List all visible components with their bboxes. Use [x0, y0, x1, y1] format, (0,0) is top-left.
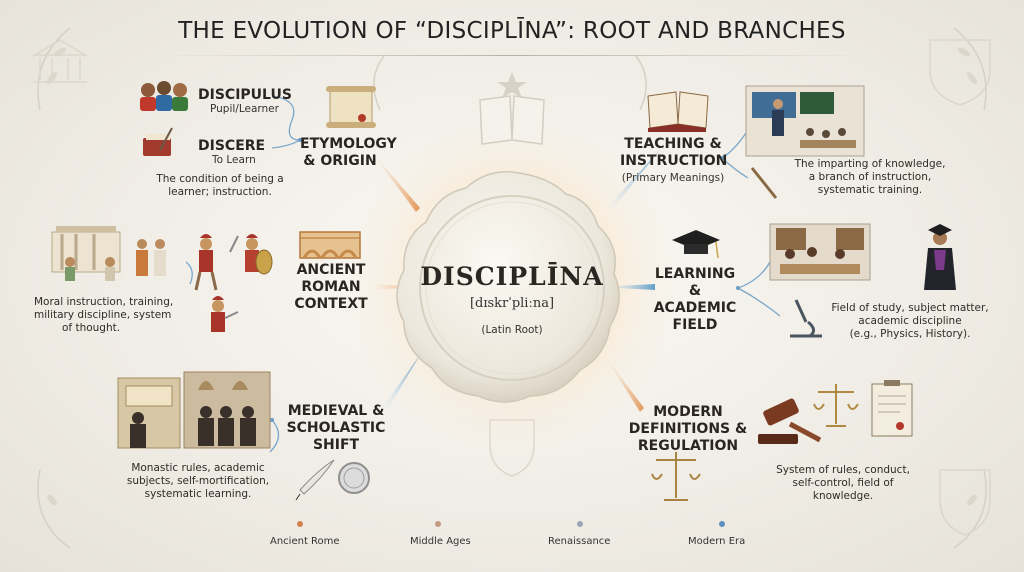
scales-of-justice-icon: [813, 384, 859, 427]
roman-soldiers-icon: [194, 234, 273, 332]
wax-seal-icon: [396, 171, 620, 403]
learning-heading: LEARNING & ACADEMIC FIELD: [653, 266, 737, 333]
timeline-label-modern-era: Modern Era: [688, 536, 746, 547]
etymology-description: The condition of being a learner; instru…: [156, 173, 284, 198]
etymology-term-2: DISCERE: [198, 138, 266, 154]
modern-heading: MODERN DEFINITIONS & REGULATION: [628, 404, 748, 454]
etymology-term-1: DISCIPULUS: [198, 87, 292, 103]
pointer-stick-icon: [750, 167, 778, 199]
center-pronunciation: [dɪskrˈpliːna]: [469, 296, 555, 311]
connector-rays: [370, 150, 660, 412]
document-clipboard-icon: [871, 380, 913, 437]
medieval-description: Monastic rules, academic subjects, self-…: [126, 462, 270, 500]
monastery-scene-icon: [117, 371, 271, 449]
microscope-icon: [790, 299, 822, 338]
classroom-icon: [745, 85, 865, 157]
timeline-label-renaissance: Renaissance: [548, 536, 611, 547]
timeline-bar: [297, 521, 725, 527]
book-watermark-icon: [479, 95, 545, 145]
modern-description: System of rules, conduct, self-control, …: [776, 464, 910, 502]
page-title: THE EVOLUTION OF “DISCIPLĪNA”: ROOT AND …: [178, 18, 846, 44]
roman-heading: ANCIENT ROMAN CONTEXT: [294, 262, 368, 312]
scroll-icon: [326, 86, 376, 128]
book-quill-icon: [143, 127, 173, 156]
learning-description: Field of study, subject matter, academic…: [831, 302, 989, 340]
balance-scale-icon: [651, 452, 701, 501]
title-divider: [150, 55, 874, 56]
quill-icon: [295, 459, 335, 501]
open-book-icon: [647, 91, 709, 132]
center-note: (Latin Root): [481, 324, 543, 336]
students-icon: [140, 81, 188, 111]
teaching-description: The imparting of knowledge, a branch of …: [794, 158, 946, 196]
graduation-cap-icon: [672, 230, 720, 259]
students-studying-icon: [769, 223, 871, 281]
roman-scholars-icon: [51, 226, 166, 281]
branch-lines: [185, 95, 781, 453]
etymology-term-2-gloss: To Learn: [212, 154, 256, 166]
teaching-heading: TEACHING & INSTRUCTION: [620, 136, 728, 169]
medieval-heading: MEDIEVAL & SCHOLASTIC SHIFT: [286, 403, 386, 453]
timeline-label-ancient-rome: Ancient Rome: [270, 536, 340, 547]
roman-description: Moral instruction, training, military di…: [34, 296, 174, 334]
etymology-term-1-gloss: Pupil/Learner: [210, 103, 279, 115]
etymology-heading: ETYMOLOGY & ORIGIN: [300, 136, 397, 169]
gavel-icon: [758, 398, 822, 444]
center-word: DISCIPLĪNA: [420, 262, 604, 291]
timeline-label-middle-ages: Middle Ages: [410, 536, 471, 547]
medal-seal-icon: [338, 462, 370, 494]
graduate-icon: [924, 224, 956, 290]
teaching-subheading: (Primary Meanings): [621, 172, 725, 184]
aqueduct-icon: [299, 231, 361, 259]
laurel-decoration-icon: [37, 27, 987, 549]
temple-watermark-icon: [32, 39, 88, 83]
